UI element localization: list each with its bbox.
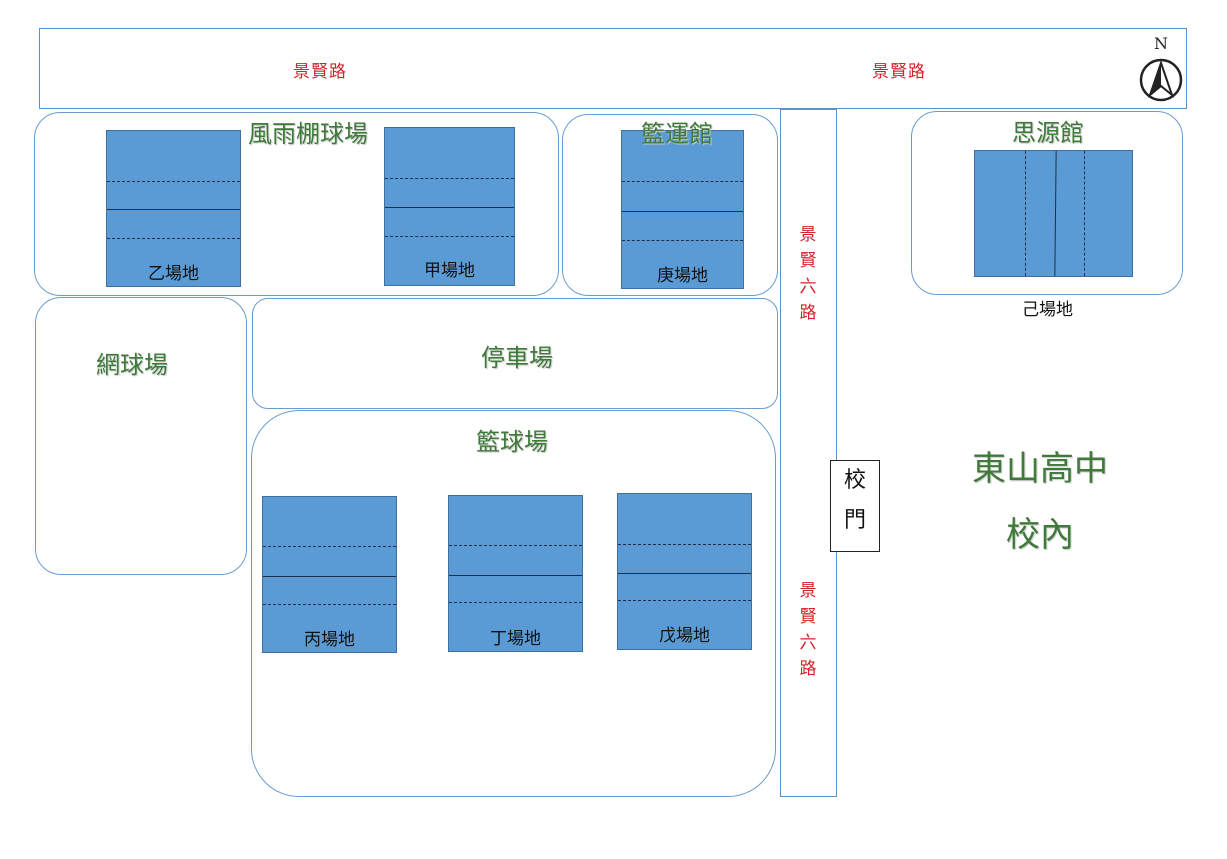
court-yi: 乙場地 xyxy=(106,130,241,287)
title-rain-shelter: 風雨棚球場 xyxy=(248,120,368,148)
court-ji-label: 己場地 xyxy=(1022,300,1073,320)
road-label-jingxian-right: 景賢路 xyxy=(872,62,926,82)
title-basketball: 籃球場 xyxy=(476,428,548,456)
school-gate: 校 門 xyxy=(830,460,880,552)
court-geng: 庚場地 xyxy=(621,130,744,289)
road-label-jingxian-6-lower: 景賢六路 xyxy=(799,581,817,679)
title-parking: 停車場 xyxy=(481,344,553,372)
court-jia-label: 甲場地 xyxy=(424,261,475,281)
court-ji xyxy=(974,150,1133,277)
north-arrow-icon xyxy=(1139,58,1183,102)
title-tennis: 網球場 xyxy=(96,351,168,379)
court-bing: 丙場地 xyxy=(262,496,397,653)
court-ding-label: 丁場地 xyxy=(490,629,541,649)
compass-north-label: N xyxy=(1154,34,1168,53)
court-jia: 甲場地 xyxy=(384,127,515,286)
zone-parking xyxy=(252,298,778,409)
road-jingxian xyxy=(39,28,1187,109)
compass: N xyxy=(1138,34,1184,104)
court-ding: 丁場地 xyxy=(448,495,583,652)
school-interior-label: 東山高中 校內 xyxy=(972,449,1108,555)
title-basketball-hall: 籃運館 xyxy=(641,120,713,148)
court-bing-label: 丙場地 xyxy=(304,630,355,650)
court-yi-label: 乙場地 xyxy=(148,264,199,284)
court-wu: 戊場地 xyxy=(617,493,752,650)
zone-tennis xyxy=(35,297,247,575)
court-wu-label: 戊場地 xyxy=(659,626,710,646)
title-siyuan-hall: 思源館 xyxy=(1012,119,1084,147)
road-label-jingxian-6-upper: 景賢六路 xyxy=(799,225,817,323)
road-label-jingxian-left: 景賢路 xyxy=(293,62,347,82)
road-jingxian-6 xyxy=(780,109,837,797)
court-geng-label: 庚場地 xyxy=(657,266,708,286)
